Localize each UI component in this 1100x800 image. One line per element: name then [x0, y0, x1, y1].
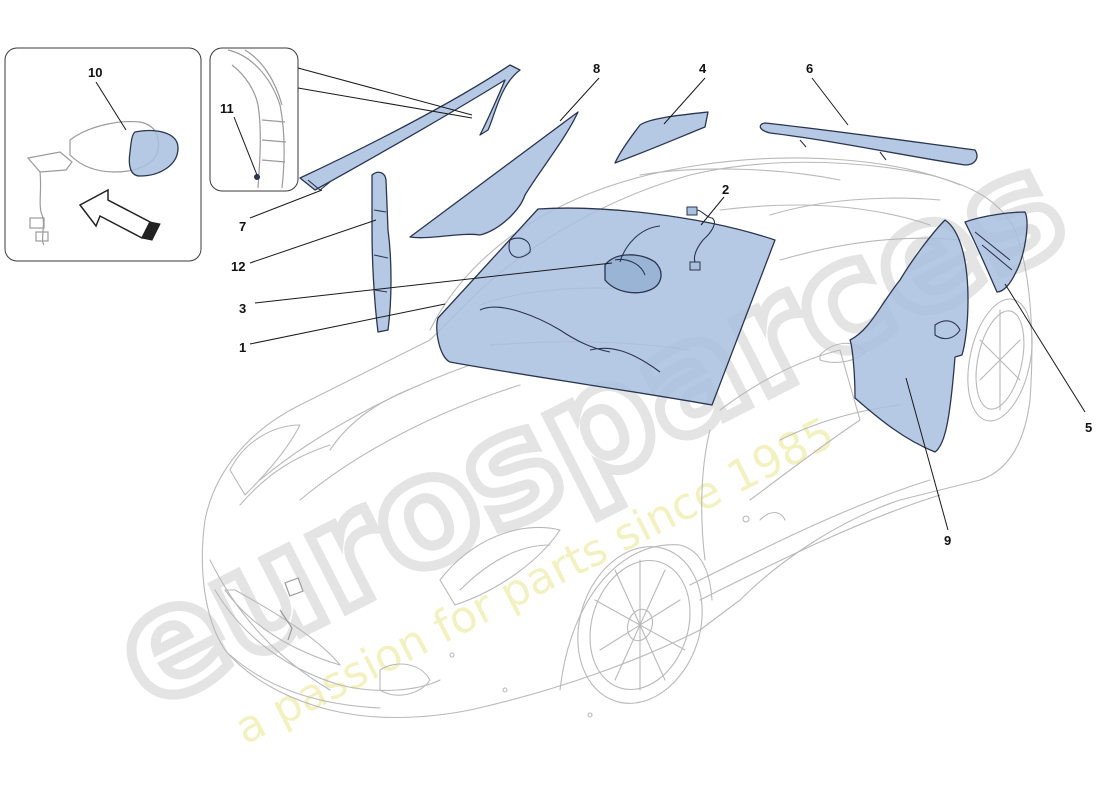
callout-2: 2: [722, 182, 729, 197]
callout-1: 1: [239, 340, 246, 355]
leader-lines: [95, 77, 1086, 531]
inset-pointer-lines: [297, 67, 473, 119]
callout-7: 7: [239, 219, 246, 234]
rain-sensor-part-3[interactable]: [604, 254, 662, 294]
callout-11: 11: [220, 101, 234, 116]
wiring-connector-bottom: [689, 261, 701, 271]
callout-3: 3: [239, 301, 246, 316]
callout-6: 6: [806, 61, 813, 76]
pillar-inset: [209, 47, 299, 192]
callout-12: 12: [231, 259, 245, 274]
rear-quarter-glass-part-9[interactable]: [849, 219, 969, 453]
screw-part-11[interactable]: [254, 174, 260, 180]
wiring-harness-part-2[interactable]: [689, 209, 715, 269]
a-pillar-trim-part-7[interactable]: [299, 64, 521, 191]
callout-5: 5: [1085, 420, 1092, 435]
callout-4: 4: [699, 61, 707, 76]
callout-numbers: 10 11 7 12 3 1 8 4 6 2 5 9: [88, 61, 1092, 548]
rear-window-part-6[interactable]: [759, 122, 978, 166]
wiring-connector-top: [686, 206, 698, 216]
callout-9: 9: [944, 533, 951, 548]
glass-parts: [299, 64, 1028, 453]
callout-10: 10: [88, 65, 102, 80]
mirror-glass-part-10[interactable]: [128, 129, 179, 177]
quarter-glass-part-4[interactable]: [614, 111, 709, 164]
rear-vent-glass-part-5[interactable]: [964, 211, 1028, 293]
callout-8: 8: [593, 61, 600, 76]
mirror-inset: [4, 47, 202, 262]
door-window-part-8[interactable]: [409, 111, 579, 239]
pillar-trim-part-12[interactable]: [371, 171, 392, 333]
